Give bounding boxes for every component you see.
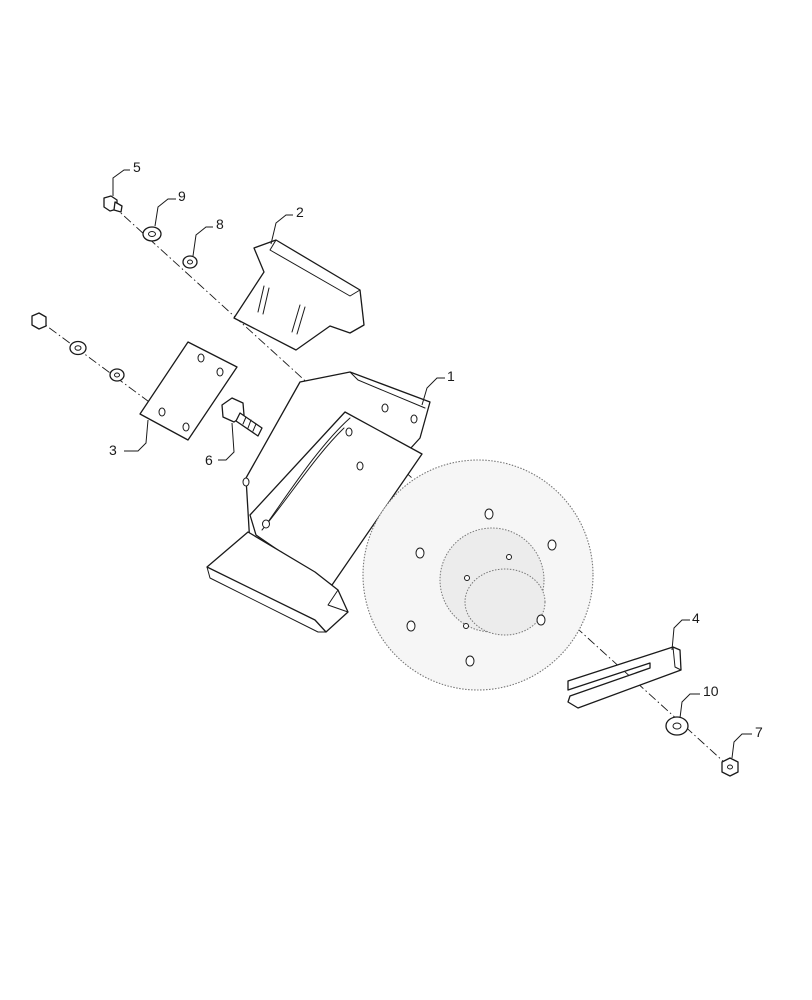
- part-1-bottom-foot: [206, 531, 349, 633]
- callout-10: 10: [703, 683, 719, 699]
- part-1-front-plate: [249, 411, 423, 586]
- part-8-lock-washer: [182, 255, 198, 269]
- part-10-washer: [665, 716, 689, 736]
- leader-lines: [112, 169, 752, 759]
- brake-disc: [362, 459, 594, 691]
- part-6-stud-bolt: [221, 397, 263, 437]
- part-4-slotted-spacer: [567, 646, 682, 709]
- callout-7: 7: [755, 724, 763, 740]
- part-7-nut: [721, 757, 739, 777]
- callout-9: 9: [178, 188, 186, 204]
- part-9-washer: [142, 226, 162, 242]
- part-2-upper-bracket: [233, 239, 365, 351]
- callout-4: 4: [692, 610, 700, 626]
- callout-8: 8: [216, 216, 224, 232]
- callout-2: 2: [296, 204, 304, 220]
- part-3-plate: [139, 341, 238, 441]
- part-5-bolt: [103, 195, 123, 213]
- callout-3: 3: [109, 442, 117, 458]
- callout-6: 6: [205, 452, 213, 468]
- fastener-stack-plate: [31, 312, 125, 382]
- callout-5: 5: [133, 159, 141, 175]
- callout-1: 1: [447, 368, 455, 384]
- callout-labels: 5 9 8 2 1 3 6 4 10 7: [109, 159, 763, 740]
